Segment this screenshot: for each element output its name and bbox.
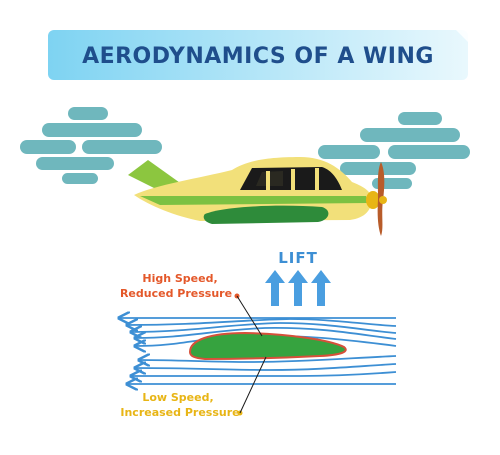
- airflow-line: [136, 327, 397, 339]
- airplane-wing: [203, 205, 329, 224]
- upper-surface-label: High Speed, Reduced Pressure: [120, 272, 263, 337]
- airflow-line: [132, 322, 397, 333]
- upper-label-line-2: Reduced Pressure: [120, 287, 232, 300]
- cockpit-divider-3: [315, 168, 319, 190]
- airflow-line: [136, 364, 397, 370]
- lift-arrow-up-icon: [265, 270, 285, 306]
- propeller-hub: [379, 196, 387, 204]
- upper-label-line-1: High Speed,: [142, 272, 217, 285]
- title-banner-background: [48, 30, 468, 80]
- cockpit-divider-1: [266, 171, 270, 190]
- lower-surface-label: Low Speed, Increased Pressure: [120, 356, 267, 419]
- cockpit-divider-2: [291, 169, 295, 190]
- upper-label-leader-line: [236, 295, 263, 337]
- airplane-stripe: [140, 196, 368, 205]
- airplane-nose-cone: [366, 191, 380, 209]
- lower-label-line-1: Low Speed,: [142, 391, 213, 404]
- lift-arrows: [265, 270, 331, 306]
- airplane: [128, 157, 387, 236]
- lift-arrow-up-icon: [288, 270, 308, 306]
- lower-label-line-2: Increased Pressure: [120, 406, 239, 419]
- lift-label: LIFT: [278, 249, 318, 267]
- lower-label-leader-line: [239, 356, 267, 414]
- title-banner: AERODYNAMICS OF A WING: [48, 30, 468, 80]
- airflow-line: [140, 356, 397, 362]
- page-title: AERODYNAMICS OF A WING: [82, 44, 434, 69]
- lift-arrow-up-icon: [311, 270, 331, 306]
- airflow-line: [132, 372, 397, 376]
- airflow-line: [128, 318, 397, 326]
- airfoil-cross-section: [188, 331, 347, 361]
- cloud-left: [20, 107, 162, 184]
- airflow-lines: [120, 318, 397, 384]
- banner-fold-corner: [456, 30, 468, 42]
